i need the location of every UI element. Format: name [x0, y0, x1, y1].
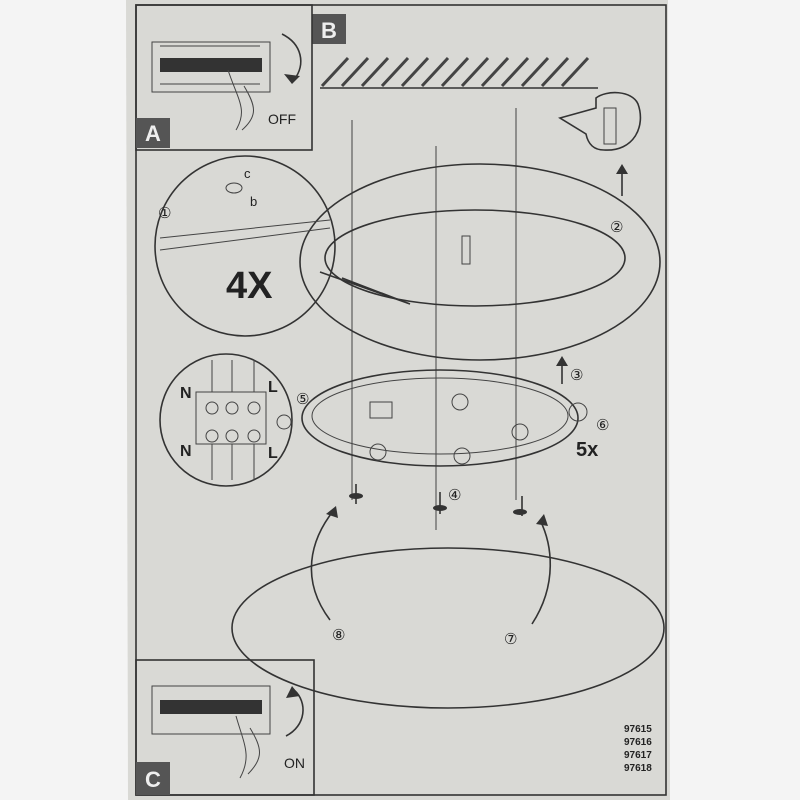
label-c: c — [244, 166, 251, 181]
on-label: ON — [284, 755, 305, 771]
panel-b-label: B — [321, 18, 337, 43]
step-4: ④ — [448, 486, 461, 504]
screws — [349, 484, 527, 516]
breaker-off-icon — [151, 41, 271, 131]
terminal-connector-icon — [195, 360, 267, 480]
ground-icon — [276, 414, 292, 430]
step-5: ⑤ — [296, 390, 309, 408]
shade-ring-inner — [324, 209, 626, 307]
panel-c-badge — [136, 762, 170, 795]
step-1: ① — [158, 204, 171, 222]
diffuser-cover — [231, 547, 665, 709]
quantity-bulbs: 5x — [576, 439, 598, 461]
clip-icon — [461, 235, 471, 265]
base-plate — [301, 369, 579, 467]
sheet-border — [135, 4, 667, 796]
label-n-top: N — [180, 385, 192, 402]
off-label: OFF — [268, 111, 296, 127]
bulb-icon — [603, 107, 617, 145]
step-8: ⑧ — [332, 626, 345, 644]
screw-icon — [225, 182, 243, 194]
panel-b-badge — [312, 14, 346, 44]
quantity-clips: 4X — [226, 265, 273, 307]
panel-c-label: C — [145, 767, 161, 792]
lamp-sockets — [369, 393, 588, 465]
breaker-on-icon — [151, 685, 271, 779]
breaker-off-panel — [135, 4, 313, 151]
label-n-bottom: N — [180, 443, 192, 460]
label-b: b — [250, 194, 257, 209]
step-6: ⑥ — [596, 416, 609, 434]
model-number: 97616 — [624, 737, 652, 748]
arrow-head — [284, 74, 300, 84]
callout-pointer — [319, 271, 411, 305]
model-number: 97617 — [624, 750, 652, 761]
curved-arrow-7 — [531, 519, 552, 625]
panel-a-badge — [136, 118, 170, 148]
ceiling-hatch — [320, 56, 598, 89]
breaker-on-panel — [135, 659, 315, 796]
model-number: 97615 — [624, 724, 652, 735]
shade-ring-outer — [299, 163, 661, 361]
model-number: 97618 — [624, 763, 652, 774]
paper — [126, 0, 670, 800]
step-7: ⑦ — [504, 630, 517, 648]
step-3: ③ — [570, 366, 583, 384]
detail-circle-clips — [154, 155, 336, 337]
label-l-bottom: L — [268, 445, 278, 462]
terminal-block — [369, 401, 393, 419]
ring-edge-detail — [159, 219, 331, 251]
bulb-callout — [558, 91, 642, 151]
curved-arrow-8 — [310, 509, 335, 621]
panel-a-label: A — [145, 121, 161, 146]
step-2: ② — [610, 218, 623, 236]
label-l-top: L — [268, 379, 278, 396]
detail-circle-wiring — [159, 353, 293, 487]
base-plate-inner — [311, 377, 569, 455]
